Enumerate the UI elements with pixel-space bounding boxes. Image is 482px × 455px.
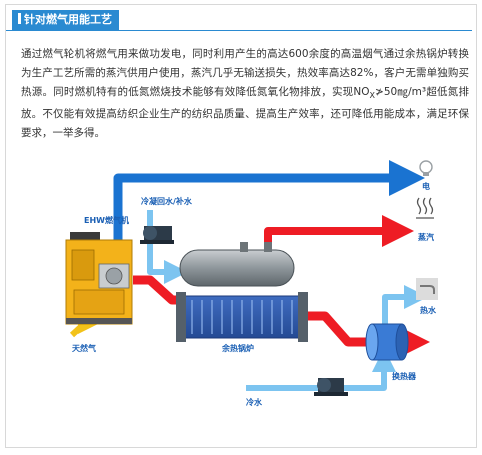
intro-text-1: 通过燃气轮机将燃气用来做功发电，同时利用产生的高达600余度的高温烟气通过余热锅…	[21, 48, 469, 98]
faucet-icon	[416, 278, 438, 300]
title-marker	[18, 13, 21, 24]
label-steam: 蒸汽	[418, 232, 434, 242]
hot-water-pipe	[305, 311, 372, 347]
section-title-text: 针对燃气用能工艺	[24, 13, 112, 26]
gas-turbine	[65, 232, 133, 325]
electricity-pipe	[113, 160, 425, 240]
cold-water-pipe	[246, 348, 396, 391]
label-natural-gas: 天然气	[72, 343, 96, 353]
label-heat-boiler: 余热锅炉	[221, 343, 254, 353]
label-cold-water: 冷水	[246, 397, 263, 407]
steam-icon	[416, 197, 434, 219]
condensate-pump	[140, 226, 174, 244]
intro-paragraph: 通过燃气轮机将燃气用来做功发电，同时利用产生的高达600余度的高温烟气通过余热锅…	[21, 45, 469, 143]
intro-subscript: X	[369, 91, 376, 101]
exhaust-pipe	[133, 275, 178, 305]
label-heat-exchanger: 换热器	[392, 371, 417, 381]
cold-water-pump	[314, 378, 348, 396]
label-hot-water: 热水	[420, 305, 437, 315]
steam-pipe	[264, 215, 414, 247]
label-condensate-water: 冷凝回水/补水	[141, 196, 193, 206]
title-underline	[6, 30, 472, 31]
intro-text-2: ≯50㎎/m³超低氮排放。不仅能有效提高纺织企业生产的纺织品质量、提高生产效率，…	[21, 86, 469, 140]
hot-water-user-pipe	[382, 285, 428, 328]
light-bulb-icon	[419, 160, 433, 176]
section-title: 针对燃气用能工艺	[12, 10, 119, 30]
heat-exchanger	[365, 323, 409, 361]
steam-drum	[179, 242, 295, 287]
label-gas-turbine: EHW燃气机	[84, 215, 129, 225]
heat-recovery-boiler	[176, 292, 308, 342]
label-electricity: 电	[422, 181, 430, 191]
